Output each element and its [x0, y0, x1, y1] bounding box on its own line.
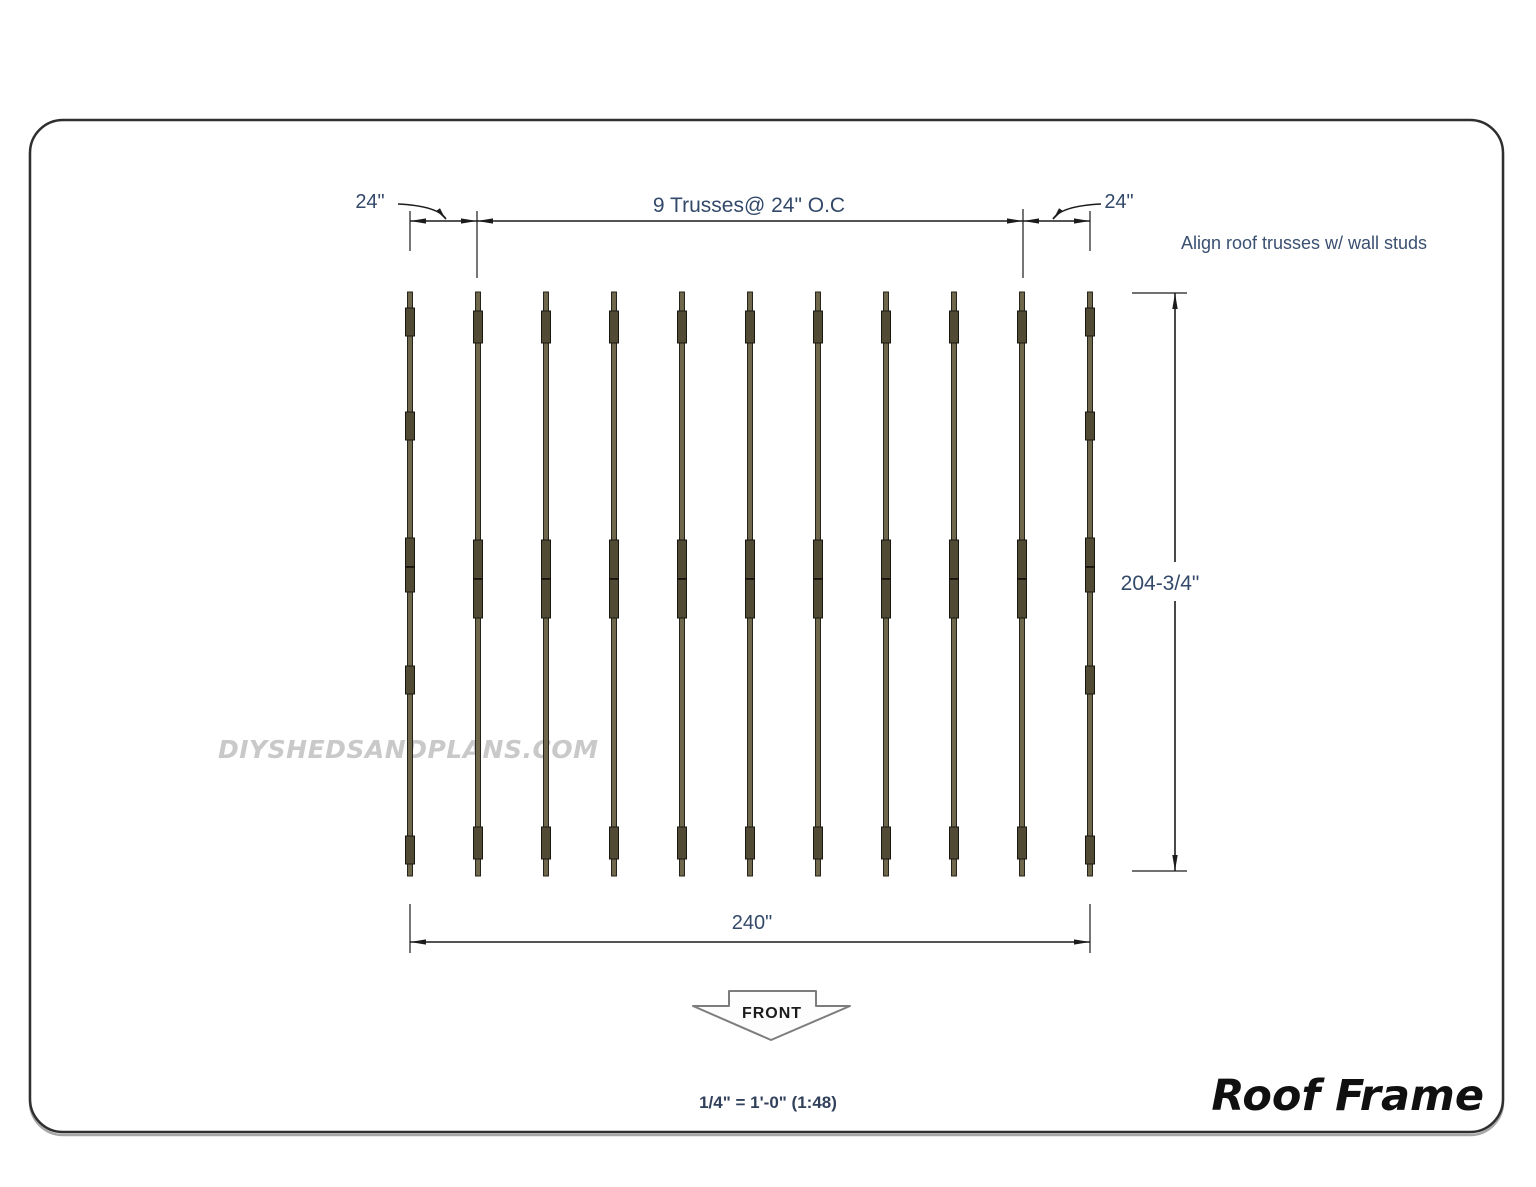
truss-block	[1085, 537, 1095, 593]
length-dimension: 204-3/4"	[1121, 292, 1200, 872]
truss-block	[405, 307, 415, 337]
width-extension-ticks	[409, 904, 1091, 953]
truss-block	[677, 826, 687, 860]
dim-arrow	[1023, 218, 1039, 224]
truss-block	[813, 826, 823, 860]
truss-block	[1017, 310, 1027, 344]
truss-block	[745, 310, 755, 344]
truss-block	[745, 826, 755, 860]
truss-block	[677, 578, 687, 580]
top-extension-lines	[409, 209, 1091, 278]
truss	[813, 291, 823, 877]
truss	[745, 291, 755, 877]
end-truss	[405, 291, 415, 877]
front-arrow-shape	[692, 990, 851, 1041]
dim-arrow	[1074, 218, 1090, 224]
truss-block	[609, 310, 619, 344]
truss-block	[881, 826, 891, 860]
dim-arrow	[410, 939, 426, 945]
truss	[1017, 291, 1027, 877]
truss-block	[405, 537, 415, 593]
truss-block	[1085, 307, 1095, 337]
truss-block	[405, 835, 415, 865]
leader-arrow	[1053, 208, 1063, 220]
dim-arrow	[477, 218, 493, 224]
truss-spacing-label: 9 Trusses@ 24" O.C	[653, 194, 845, 217]
truss-block	[405, 665, 415, 695]
truss-block	[473, 310, 483, 344]
scale-note: 1/4" = 1'-0" (1:48)	[699, 1093, 837, 1112]
truss-block	[1085, 566, 1095, 568]
truss-block	[813, 578, 823, 580]
truss-block	[1085, 835, 1095, 865]
truss-layer	[405, 291, 1095, 877]
front-label: FRONT	[742, 1005, 802, 1022]
truss-block	[949, 310, 959, 344]
truss-block	[473, 578, 483, 580]
truss-block	[1085, 665, 1095, 695]
truss-block	[949, 826, 959, 860]
truss-block	[881, 310, 891, 344]
right-offset-label: 24"	[1104, 191, 1133, 213]
truss-block	[1017, 578, 1027, 580]
dim-arrow	[461, 218, 477, 224]
left-offset-label: 24"	[355, 191, 384, 213]
truss	[473, 291, 483, 877]
front-indicator: FRONT	[692, 990, 851, 1041]
dim-arrow	[1007, 218, 1023, 224]
truss	[677, 291, 687, 877]
dim-arrow	[410, 218, 426, 224]
dim-arrow	[1172, 293, 1178, 309]
truss-block	[541, 826, 551, 860]
dim-arrow	[1172, 855, 1178, 871]
truss	[949, 291, 959, 877]
truss-length-label: 204-3/4"	[1121, 572, 1200, 595]
truss	[541, 291, 551, 877]
truss-block	[1085, 411, 1095, 441]
truss-block	[541, 310, 551, 344]
drawing-title: Roof Frame	[1211, 1071, 1484, 1121]
truss-block	[1017, 826, 1027, 860]
truss-block	[609, 826, 619, 860]
truss-block	[405, 411, 415, 441]
truss-block	[813, 310, 823, 344]
truss	[609, 291, 619, 877]
width-dimension: 240"	[409, 904, 1091, 953]
truss-block	[881, 578, 891, 580]
truss-block	[405, 566, 415, 568]
truss	[881, 291, 891, 877]
truss-block	[473, 826, 483, 860]
end-truss	[1085, 291, 1095, 877]
truss-block	[609, 578, 619, 580]
sheet-border	[28, 118, 1505, 1134]
leader-arrow	[436, 208, 446, 220]
truss-block	[677, 310, 687, 344]
total-width-label: 240"	[732, 912, 772, 934]
truss-block	[949, 578, 959, 580]
top-dimension: 24" 9 Trusses@ 24" O.C 24"	[355, 191, 1134, 278]
align-note: Align roof trusses w/ wall studs	[1181, 233, 1427, 253]
dim-arrow	[1074, 939, 1090, 945]
truss-block	[745, 578, 755, 580]
length-extension-ticks	[1132, 292, 1187, 872]
truss-block	[541, 578, 551, 580]
